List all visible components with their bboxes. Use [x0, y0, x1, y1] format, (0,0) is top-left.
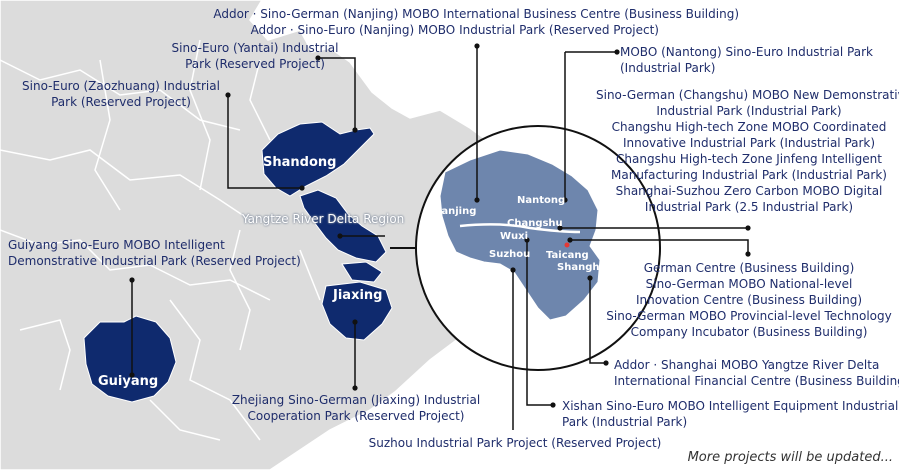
city-label-suzhou: Suzhou — [489, 249, 531, 260]
province-label-jiaxing: Jiaxing — [333, 288, 383, 303]
footer-note: More projects will be updated... — [687, 450, 893, 465]
leader-dots — [129, 43, 751, 408]
jiaxing-region-top — [341, 261, 383, 283]
city-label-changshu: Changshu — [507, 218, 563, 229]
shanghai-project-label: Addor · Shanghai MOBO Yangtze River Delt… — [614, 358, 899, 388]
suzhou-project-label: Suzhou Industrial Park Project (Reserved… — [368, 436, 662, 450]
city-label-nanjing: Nanjing — [433, 206, 477, 217]
jiaxing-project-label: Zhejiang Sino-German (Jiaxing) Industria… — [231, 393, 481, 423]
city-label-shanghai: Shanghai — [557, 262, 610, 273]
city-label-wuxi: Wuxi — [500, 231, 529, 242]
jiangsu-region — [299, 189, 387, 263]
wuxi-project-label: Xishan Sino-Euro MOBO Intelligent Equipm… — [562, 399, 899, 429]
nantong-project-label: MOBO (Nantong) Sino-Euro Industrial Park… — [620, 45, 873, 75]
city-label-nantong: Nantong — [517, 195, 566, 206]
guiyang-project-label: Guiyang Sino-Euro MOBO Intelligent Demon… — [8, 238, 301, 268]
province-borders — [0, 39, 321, 441]
zaozhuang-project-label: Sino-Euro (Zaozhuang) Industrial Park (R… — [22, 79, 220, 109]
taicang-projects-label: German Centre (Business Building) Sino-G… — [606, 261, 892, 339]
yangtze-river — [459, 223, 581, 234]
changshu-projects-label: Sino-German (Changshu) MOBO New Demonstr… — [596, 88, 899, 214]
province-label-shandong: Shandong — [263, 155, 337, 170]
leader-lines — [131, 46, 749, 430]
nanjing-projects-label: Addor · Sino-German (Nanjing) MOBO Inter… — [213, 7, 739, 37]
province-label-guiyang: Guiyang — [98, 374, 159, 389]
jiaxing-region — [321, 281, 393, 341]
delta-region — [439, 149, 601, 321]
city-label-taicang: Taicang — [546, 250, 589, 261]
yantai-project-label: Sino-Euro (Yantai) Industrial Park (Rese… — [171, 41, 339, 71]
shandong-region — [261, 121, 375, 197]
taicang-marker — [564, 242, 570, 248]
region-label-yangtze: Yangtze River Delta Region — [242, 212, 405, 226]
guiyang-region — [83, 315, 177, 403]
